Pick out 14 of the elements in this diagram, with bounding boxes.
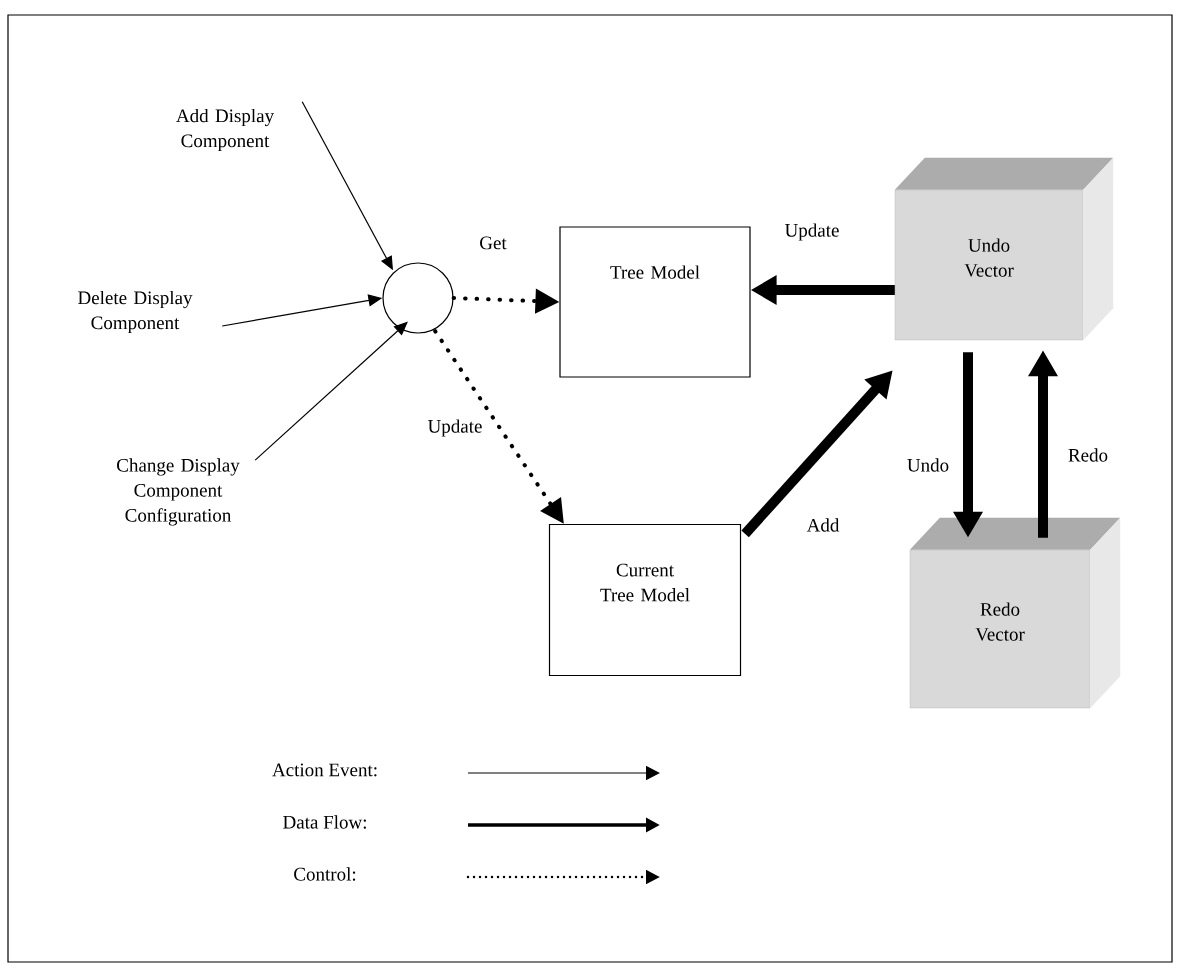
edge-label: Update [783, 222, 841, 242]
process-box: Current Tree Model [548, 523, 742, 677]
edge-label: Get [478, 235, 508, 251]
node-label: Add Display Component [176, 108, 274, 152]
junction-circle [382, 262, 454, 334]
edge-label: Redo [1066, 447, 1110, 463]
cube-block: Redo Vector [909, 517, 1121, 709]
edge-label: Undo [905, 457, 951, 473]
cube-block: Undo Vector [894, 157, 1114, 341]
node-label: Delete Display Component [78, 290, 193, 334]
node-label: Change Display Component Configuration [117, 458, 240, 526]
edge-label: Add [805, 517, 841, 533]
process-box: Tree Model [559, 226, 751, 378]
edge-label: Update [426, 418, 484, 438]
